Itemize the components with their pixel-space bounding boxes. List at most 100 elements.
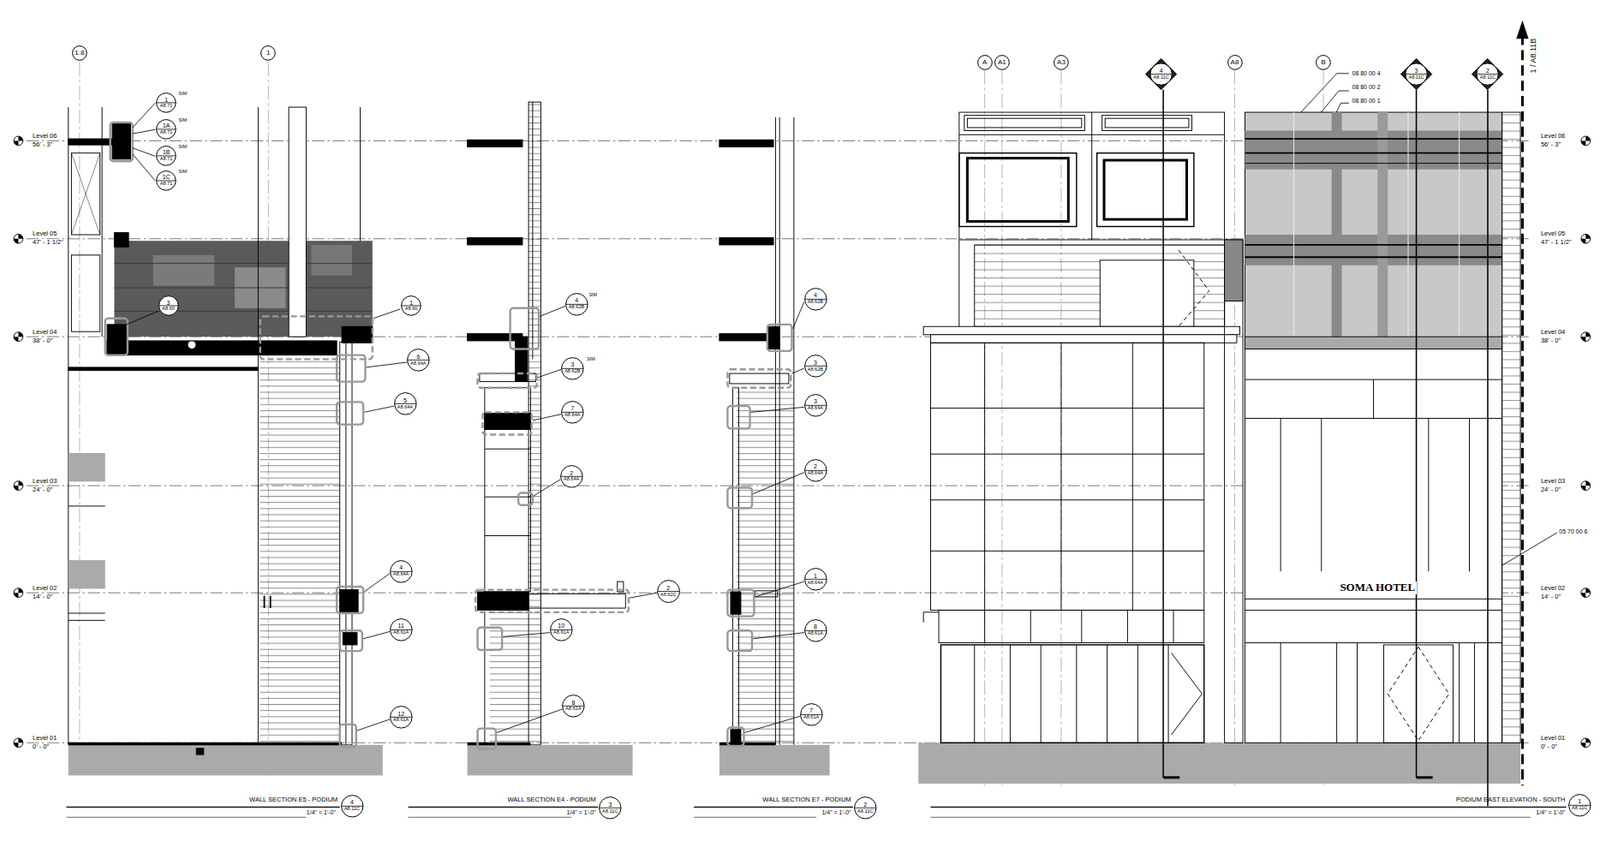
callout-number: 4 [813, 292, 818, 299]
drawing-rect [68, 367, 259, 371]
drawing-rect [1383, 644, 1453, 743]
drawing-circle [1581, 481, 1591, 491]
wall-section-e5 [68, 107, 383, 776]
drawing-rect [467, 238, 523, 245]
callout-bubble: 8A8.61A [561, 694, 586, 718]
drawing-rect [1104, 118, 1189, 128]
callout-number: 4 [399, 564, 403, 571]
drawing-circle [187, 340, 197, 350]
drawing-rect [727, 405, 750, 429]
bubble-outline [394, 392, 418, 416]
bubble-circle [804, 459, 826, 481]
drawing-line [1080, 609, 1082, 643]
callout-number: 3 [813, 398, 818, 405]
callout-bubble: 2A8.64A [804, 459, 828, 483]
drawing-line [775, 117, 777, 746]
callout-number: 8 [572, 699, 576, 706]
drawing-rect [974, 244, 1225, 327]
drawing-circle [1581, 588, 1591, 598]
drawing-line [65, 806, 340, 808]
keynote: 05 70 00 6 [1558, 528, 1588, 536]
bubble-circle [854, 797, 877, 819]
sheet-reference: A8.61A [393, 717, 409, 723]
callout-number: 1A [162, 122, 171, 129]
callout-number: A [982, 59, 987, 66]
level-elevation: 47' - 1 1/2" [1540, 238, 1572, 247]
sheet-reference: A8.11C [602, 809, 618, 815]
drawing-line [1521, 35, 1524, 787]
grid-bubble: A1 [994, 54, 1010, 71]
drawing-rect [482, 411, 532, 435]
bubble-circle [565, 292, 587, 315]
callout-number: 4 [1159, 67, 1164, 74]
callout-number: 1B [162, 149, 171, 156]
drawing-line [1244, 598, 1502, 600]
drawing-line [68, 613, 106, 615]
callout-number: A1 [997, 59, 1007, 66]
callout-number: 10 [557, 622, 565, 629]
bubble-outline [155, 170, 177, 192]
drawing-line [1127, 609, 1129, 643]
drawing-circle [13, 481, 24, 491]
bubble-outline [800, 703, 824, 727]
drawing-rect [467, 139, 523, 147]
bubble-outline [389, 705, 413, 729]
bubble-outline [1145, 58, 1177, 90]
bubble-outline [656, 579, 681, 603]
drawing-circle [13, 136, 24, 146]
drawing-rect [288, 107, 306, 337]
callout-number: A3 [1056, 59, 1066, 66]
sheet-reference: A8.64A [564, 412, 580, 418]
sheet-reference: A8.60 [161, 306, 175, 312]
drawing-line [1280, 417, 1282, 572]
sheet-reference: A8.60 [405, 306, 418, 312]
drawing-polyline [363, 631, 390, 639]
bubble-circle [977, 54, 992, 70]
drawing-line [1336, 643, 1338, 744]
sheet-reference: A8.64A [563, 477, 580, 483]
drawing-line [113, 262, 372, 264]
drawing-line [1244, 642, 1502, 644]
drawing-polyline [533, 479, 561, 496]
callout-number: 1.8 [74, 49, 84, 57]
sheet-reference: A8.62B [807, 299, 824, 305]
level-name: Level 03 [1540, 477, 1565, 486]
callout-number: 2 [813, 463, 818, 470]
drawing-line [959, 238, 1225, 240]
drawing-line [1244, 152, 1502, 155]
drawing-line [930, 817, 1531, 818]
drawing-line [793, 117, 795, 746]
drawing-rect [510, 308, 539, 350]
level-elevation: 0' - 0" [1540, 743, 1558, 752]
drawing-rect [730, 591, 741, 615]
drawing-line [984, 70, 986, 786]
bubble-outline [804, 567, 828, 592]
callout-bubble: 7A8.61A [800, 703, 824, 727]
drawing-rect [727, 487, 753, 508]
sheet-reference: A8.61A [807, 631, 824, 637]
drawing-rect [967, 118, 1081, 128]
sheet-reference: A8.64A [807, 580, 824, 586]
grid-bubble: A8 [1227, 54, 1243, 71]
sheet-reference: A8.61A [803, 715, 819, 721]
drawing-rect [730, 729, 741, 745]
drawing-rect [71, 255, 100, 332]
drawing-rect [477, 627, 503, 651]
callout-bubble: 3A8.62B [804, 354, 828, 378]
level-elevation: 38' - 0" [32, 337, 53, 346]
callout-number: 1 [266, 49, 270, 57]
drawing-polyline [366, 362, 408, 368]
callout-number: 8 [813, 623, 818, 630]
drawing-rect [1224, 239, 1243, 301]
marker-diamond [1472, 59, 1504, 90]
sim-note: SIM [178, 168, 187, 174]
callout-bubble: 1A8.11C [1568, 794, 1592, 818]
drawing-rect [107, 324, 128, 356]
drawing-polyline [537, 369, 562, 378]
bubble-circle [800, 703, 822, 725]
sheet-reference: A8.71 [160, 156, 174, 162]
bubble-circle [1054, 54, 1069, 70]
drawing-rect [110, 122, 133, 162]
sheet-reference: A8.64A [410, 361, 426, 367]
